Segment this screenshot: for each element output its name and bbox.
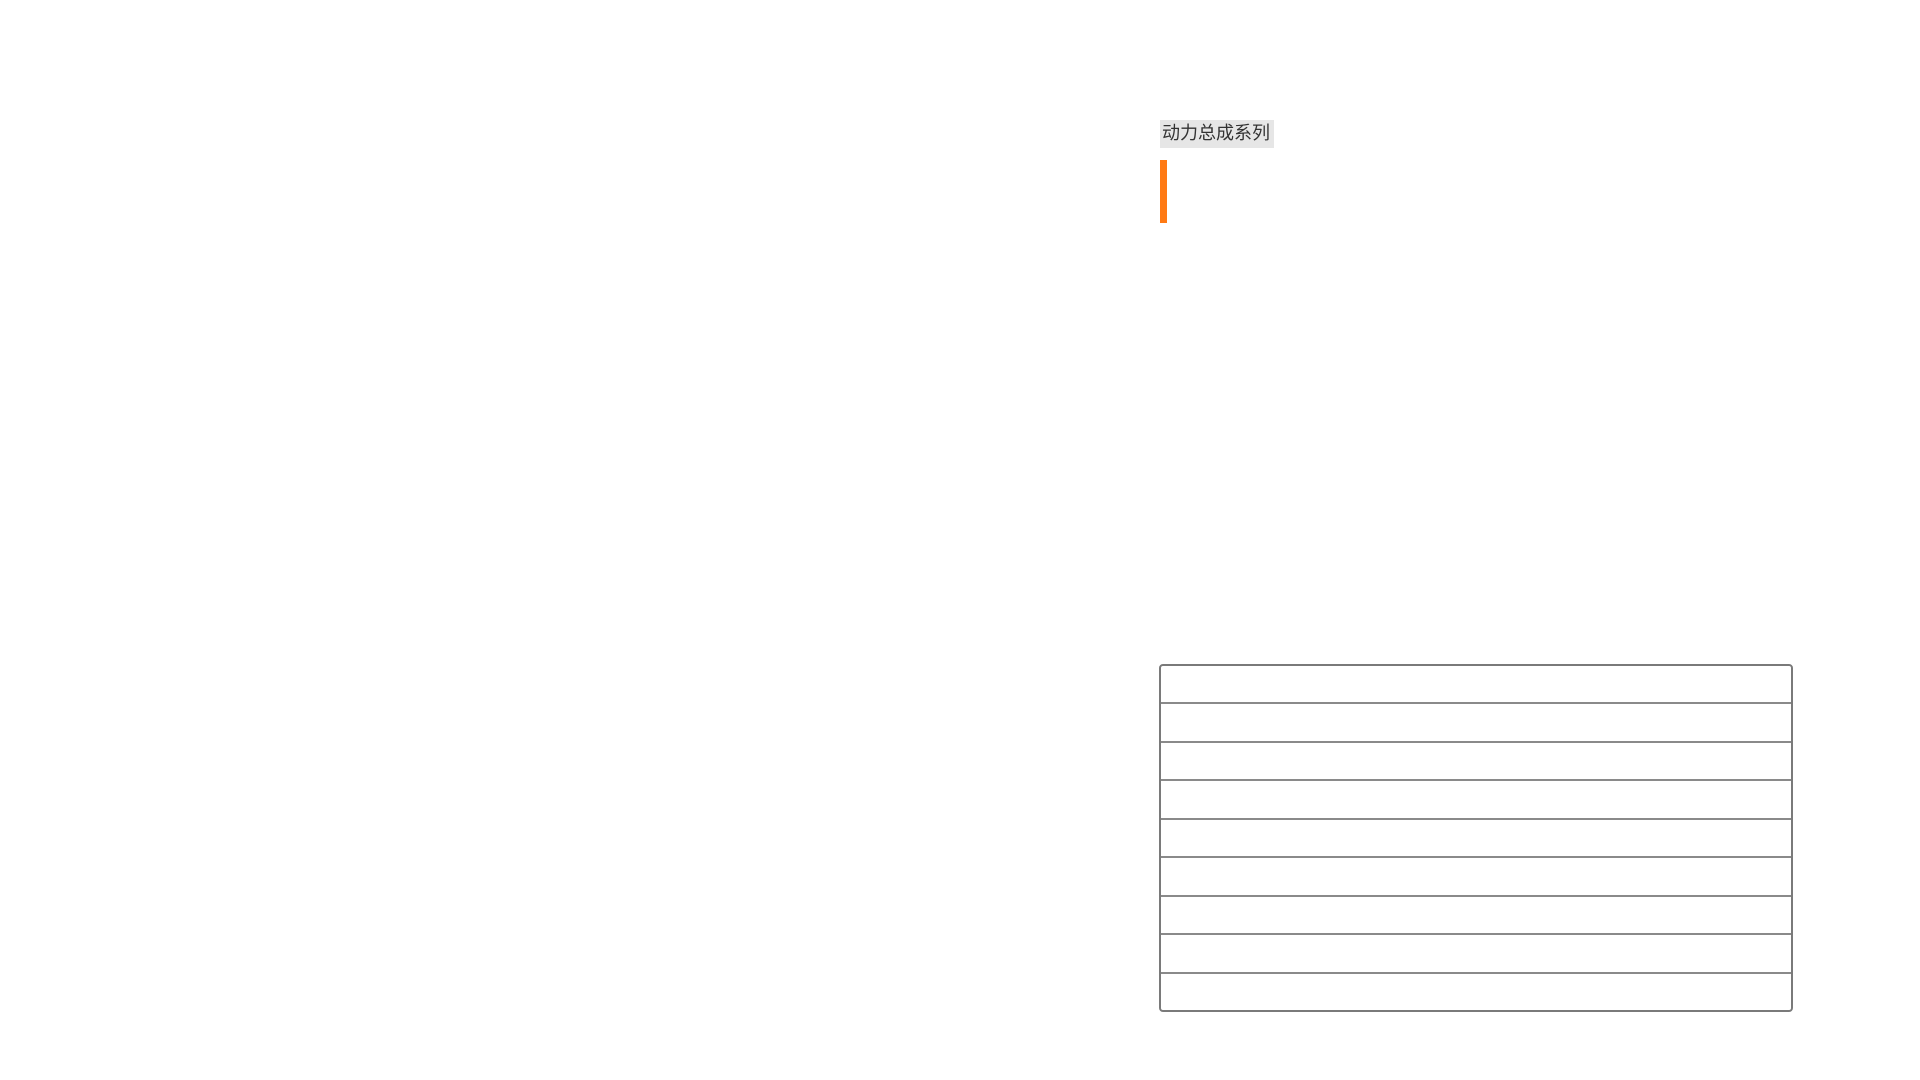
table-row	[1161, 781, 1791, 820]
table-row	[1161, 704, 1791, 743]
table-row	[1161, 666, 1791, 705]
table-row	[1161, 858, 1791, 897]
accent-bar	[1160, 160, 1167, 223]
series-label: 动力总成系列	[1160, 120, 1274, 148]
table-row	[1161, 935, 1791, 974]
table-row	[1161, 743, 1791, 782]
table-row	[1161, 974, 1791, 1010]
table-row	[1161, 897, 1791, 936]
table-row	[1161, 820, 1791, 859]
spec-table	[1159, 664, 1793, 1012]
